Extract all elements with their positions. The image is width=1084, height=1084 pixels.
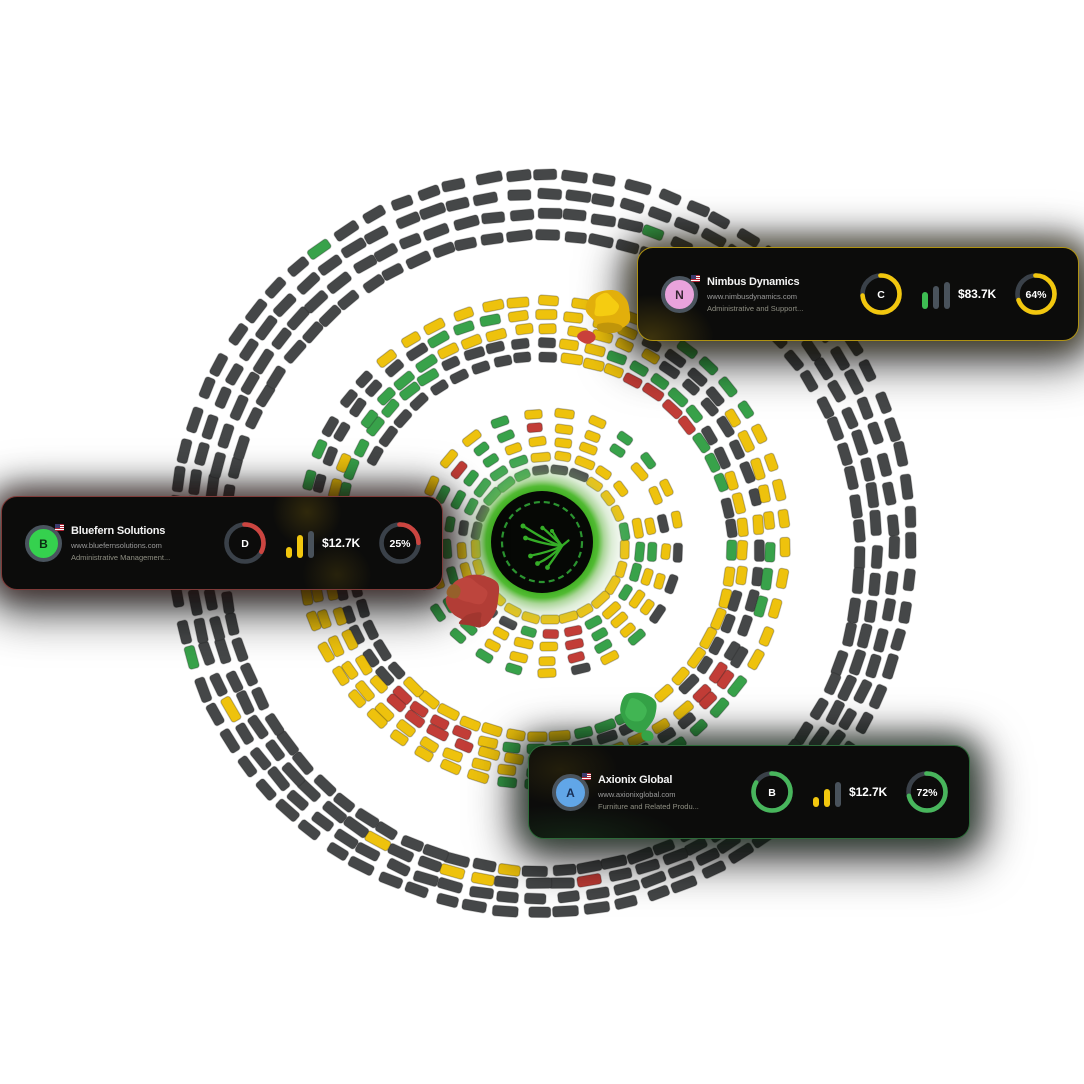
svg-text:25%: 25% <box>389 538 411 550</box>
svg-text:C: C <box>877 289 885 301</box>
svg-text:72%: 72% <box>916 787 938 799</box>
svg-text:B: B <box>768 787 776 799</box>
svg-text:D: D <box>241 538 249 550</box>
svg-text:64%: 64% <box>1025 289 1047 301</box>
